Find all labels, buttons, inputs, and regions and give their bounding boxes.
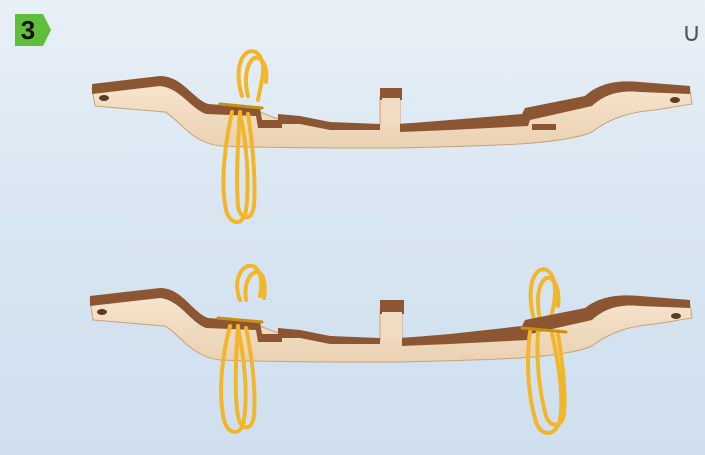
rubber-band-right-back <box>531 269 559 322</box>
top-assembly <box>92 51 692 222</box>
wood-tab-bottom <box>380 300 404 314</box>
hole-right-top <box>670 97 680 103</box>
hole-left-top <box>99 95 109 101</box>
rubber-band-left-back-2 <box>237 266 265 300</box>
hole-right-bottom <box>671 313 681 319</box>
bottom-assembly <box>90 266 692 433</box>
slot-right-top <box>532 124 556 130</box>
hole-left-bottom <box>97 309 107 315</box>
rubber-band-left-back <box>239 51 267 100</box>
